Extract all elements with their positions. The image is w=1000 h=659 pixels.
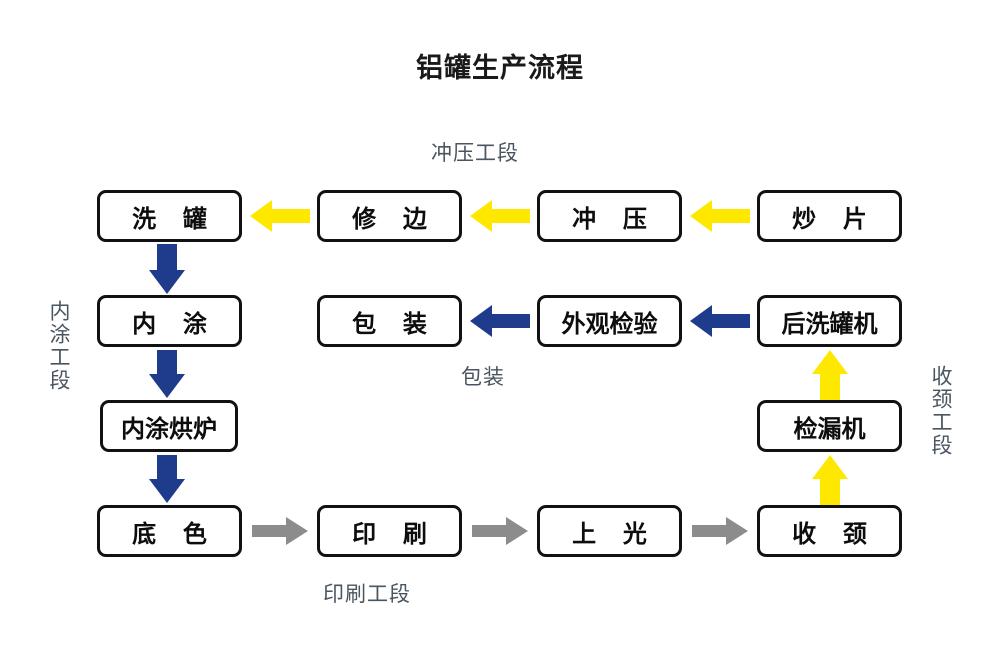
node-bao-zhuang[interactable]: 包 装	[317, 295, 462, 347]
node-chao-pian[interactable]: 炒 片	[757, 190, 902, 242]
node-xi-guan[interactable]: 洗 罐	[97, 190, 242, 242]
node-di-se[interactable]: 底 色	[97, 505, 242, 557]
section-label-packaging: 包装	[461, 366, 505, 389]
arrow-chao-pian-to-chong-ya	[690, 199, 750, 233]
node-nei-tu-hong-lu[interactable]: 内涂烘炉	[100, 400, 238, 452]
node-shou-jing[interactable]: 收 颈	[757, 505, 902, 557]
arrow-shang-guang-to-shou-jing	[692, 516, 748, 546]
arrow-jian-lou-ji-to-hou-xi-guan-ji	[810, 350, 850, 400]
section-label-printing: 印刷工段	[323, 583, 411, 606]
section-label-stamping: 冲压工段	[431, 142, 519, 165]
section-label-inner-coating: 内涂工段	[47, 300, 70, 392]
arrow-xiu-bian-to-xi-guan	[250, 199, 310, 233]
node-yin-shua[interactable]: 印 刷	[317, 505, 462, 557]
arrow-yin-shua-to-shang-guang	[472, 516, 528, 546]
arrow-shou-jing-to-jian-lou-ji	[810, 455, 850, 505]
section-label-necking: 收颈工段	[929, 365, 952, 457]
node-chong-ya[interactable]: 冲 压	[537, 190, 682, 242]
node-shang-guang[interactable]: 上 光	[537, 505, 682, 557]
node-jian-lou-ji[interactable]: 检漏机	[757, 400, 902, 452]
arrow-xi-guan-to-nei-tu	[146, 244, 188, 294]
node-hou-xi-guan-ji[interactable]: 后洗罐机	[757, 295, 902, 347]
arrow-hou-xi-guan-ji-to-wai-guan	[690, 304, 750, 338]
node-wai-guan-jian-yan[interactable]: 外观检验	[537, 295, 682, 347]
arrow-chong-ya-to-xiu-bian	[470, 199, 530, 233]
arrow-di-se-to-yin-shua	[252, 516, 308, 546]
node-xiu-bian[interactable]: 修 边	[317, 190, 462, 242]
node-nei-tu[interactable]: 内 涂	[97, 295, 242, 347]
page-title: 铝罐生产流程	[416, 53, 584, 83]
arrow-nei-tu-hong-lu-to-di-se	[146, 455, 188, 503]
arrow-nei-tu-to-nei-tu-hong-lu	[146, 350, 188, 398]
arrow-wai-guan-to-bao-zhuang	[470, 304, 530, 338]
